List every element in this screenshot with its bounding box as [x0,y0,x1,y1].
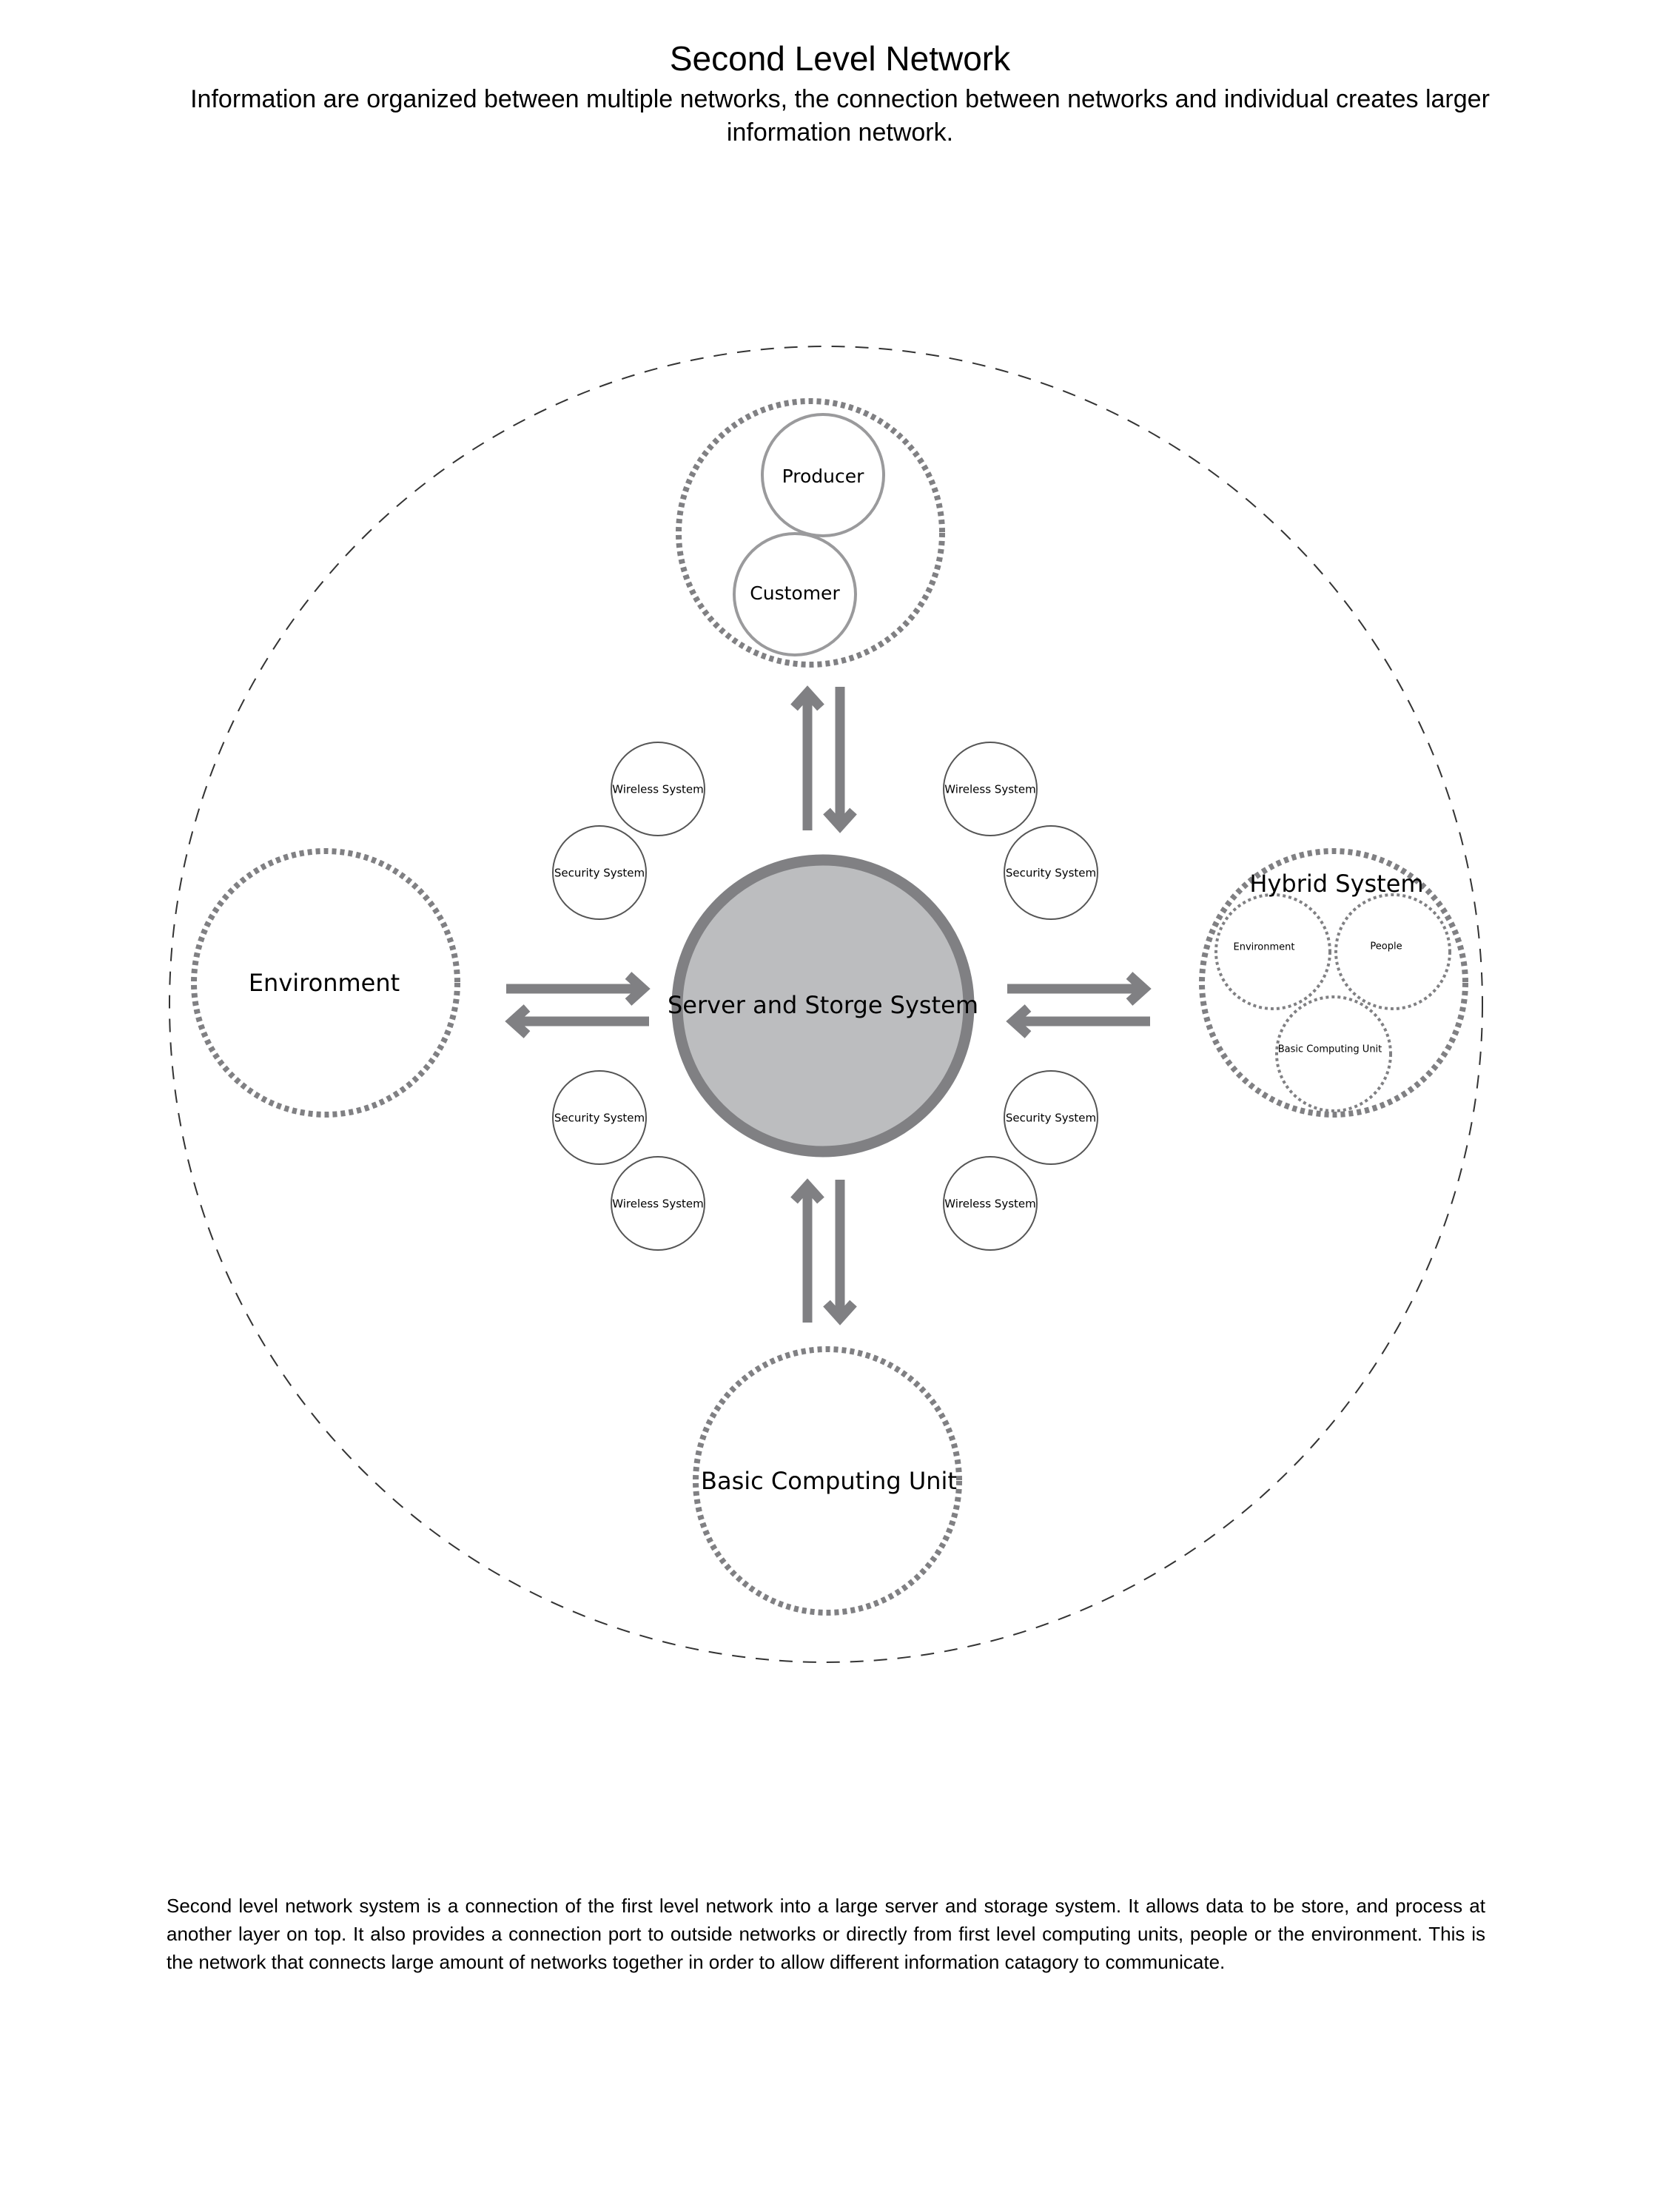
satellite-label: Wireless System [944,1197,1035,1211]
satellite-label: Security System [554,1112,645,1125]
hybrid-system-title: Hybrid System [1249,870,1423,898]
hybrid-people-node [1334,893,1451,1010]
hybrid-environment-label: Environment [1233,942,1294,953]
server-storage-node [671,854,975,1158]
satellite-label: Security System [1006,1112,1096,1125]
server-storage-label: Server and Storge System [668,991,978,1019]
arrow-up-from-bcu [790,1178,824,1323]
arrow-up-to-top-group [790,685,824,830]
satellite-security-bl: Security System [552,1070,647,1165]
satellite-security-br: Security System [1004,1070,1098,1165]
satellite-wireless-br: Wireless System [943,1156,1038,1251]
satellite-wireless-tr: Wireless System [943,742,1038,836]
satellite-wireless-bl: Wireless System [611,1156,705,1251]
arrow-right-to-hybrid [1007,972,1152,1006]
environment-label: Environment [249,969,400,997]
page-title: Second Level Network [669,39,1011,78]
satellite-label: Security System [554,867,645,880]
basic-computing-unit-label: Basic Computing Unit [701,1467,957,1495]
satellite-label: Security System [1006,867,1096,880]
producer-label: Producer [782,466,865,487]
page-subtitle: Information are organized between multip… [190,85,1490,147]
hybrid-bcu-label: Basic Computing Unit [1278,1044,1382,1055]
satellite-label: Wireless System [612,783,703,796]
satellite-security-tr: Security System [1004,825,1098,920]
satellite-security-tl: Security System [552,825,647,920]
hybrid-bcu-node [1275,995,1392,1112]
hybrid-people-label: People [1370,941,1402,953]
satellite-wireless-tl: Wireless System [611,742,705,836]
outer-network-boundary [169,346,1483,1663]
customer-label: Customer [750,582,840,604]
hybrid-environment-node [1214,893,1331,1010]
arrow-left-from-hybrid [1006,1004,1150,1038]
arrow-left-to-environment [505,1004,649,1038]
description-paragraph: Second level network system is a connect… [167,1895,1485,1973]
environment-node [191,848,460,1118]
producer-node [761,413,885,537]
hybrid-system-node [1199,848,1468,1118]
satellite-label: Wireless System [612,1197,703,1211]
satellite-label: Wireless System [944,783,1035,796]
arrow-down-from-top-group [823,687,857,833]
top-group-circle [676,398,945,668]
basic-computing-unit-node [693,1346,962,1616]
arrow-down-to-bcu [823,1180,857,1326]
customer-node [733,532,857,656]
arrow-right-from-environment [506,972,651,1006]
